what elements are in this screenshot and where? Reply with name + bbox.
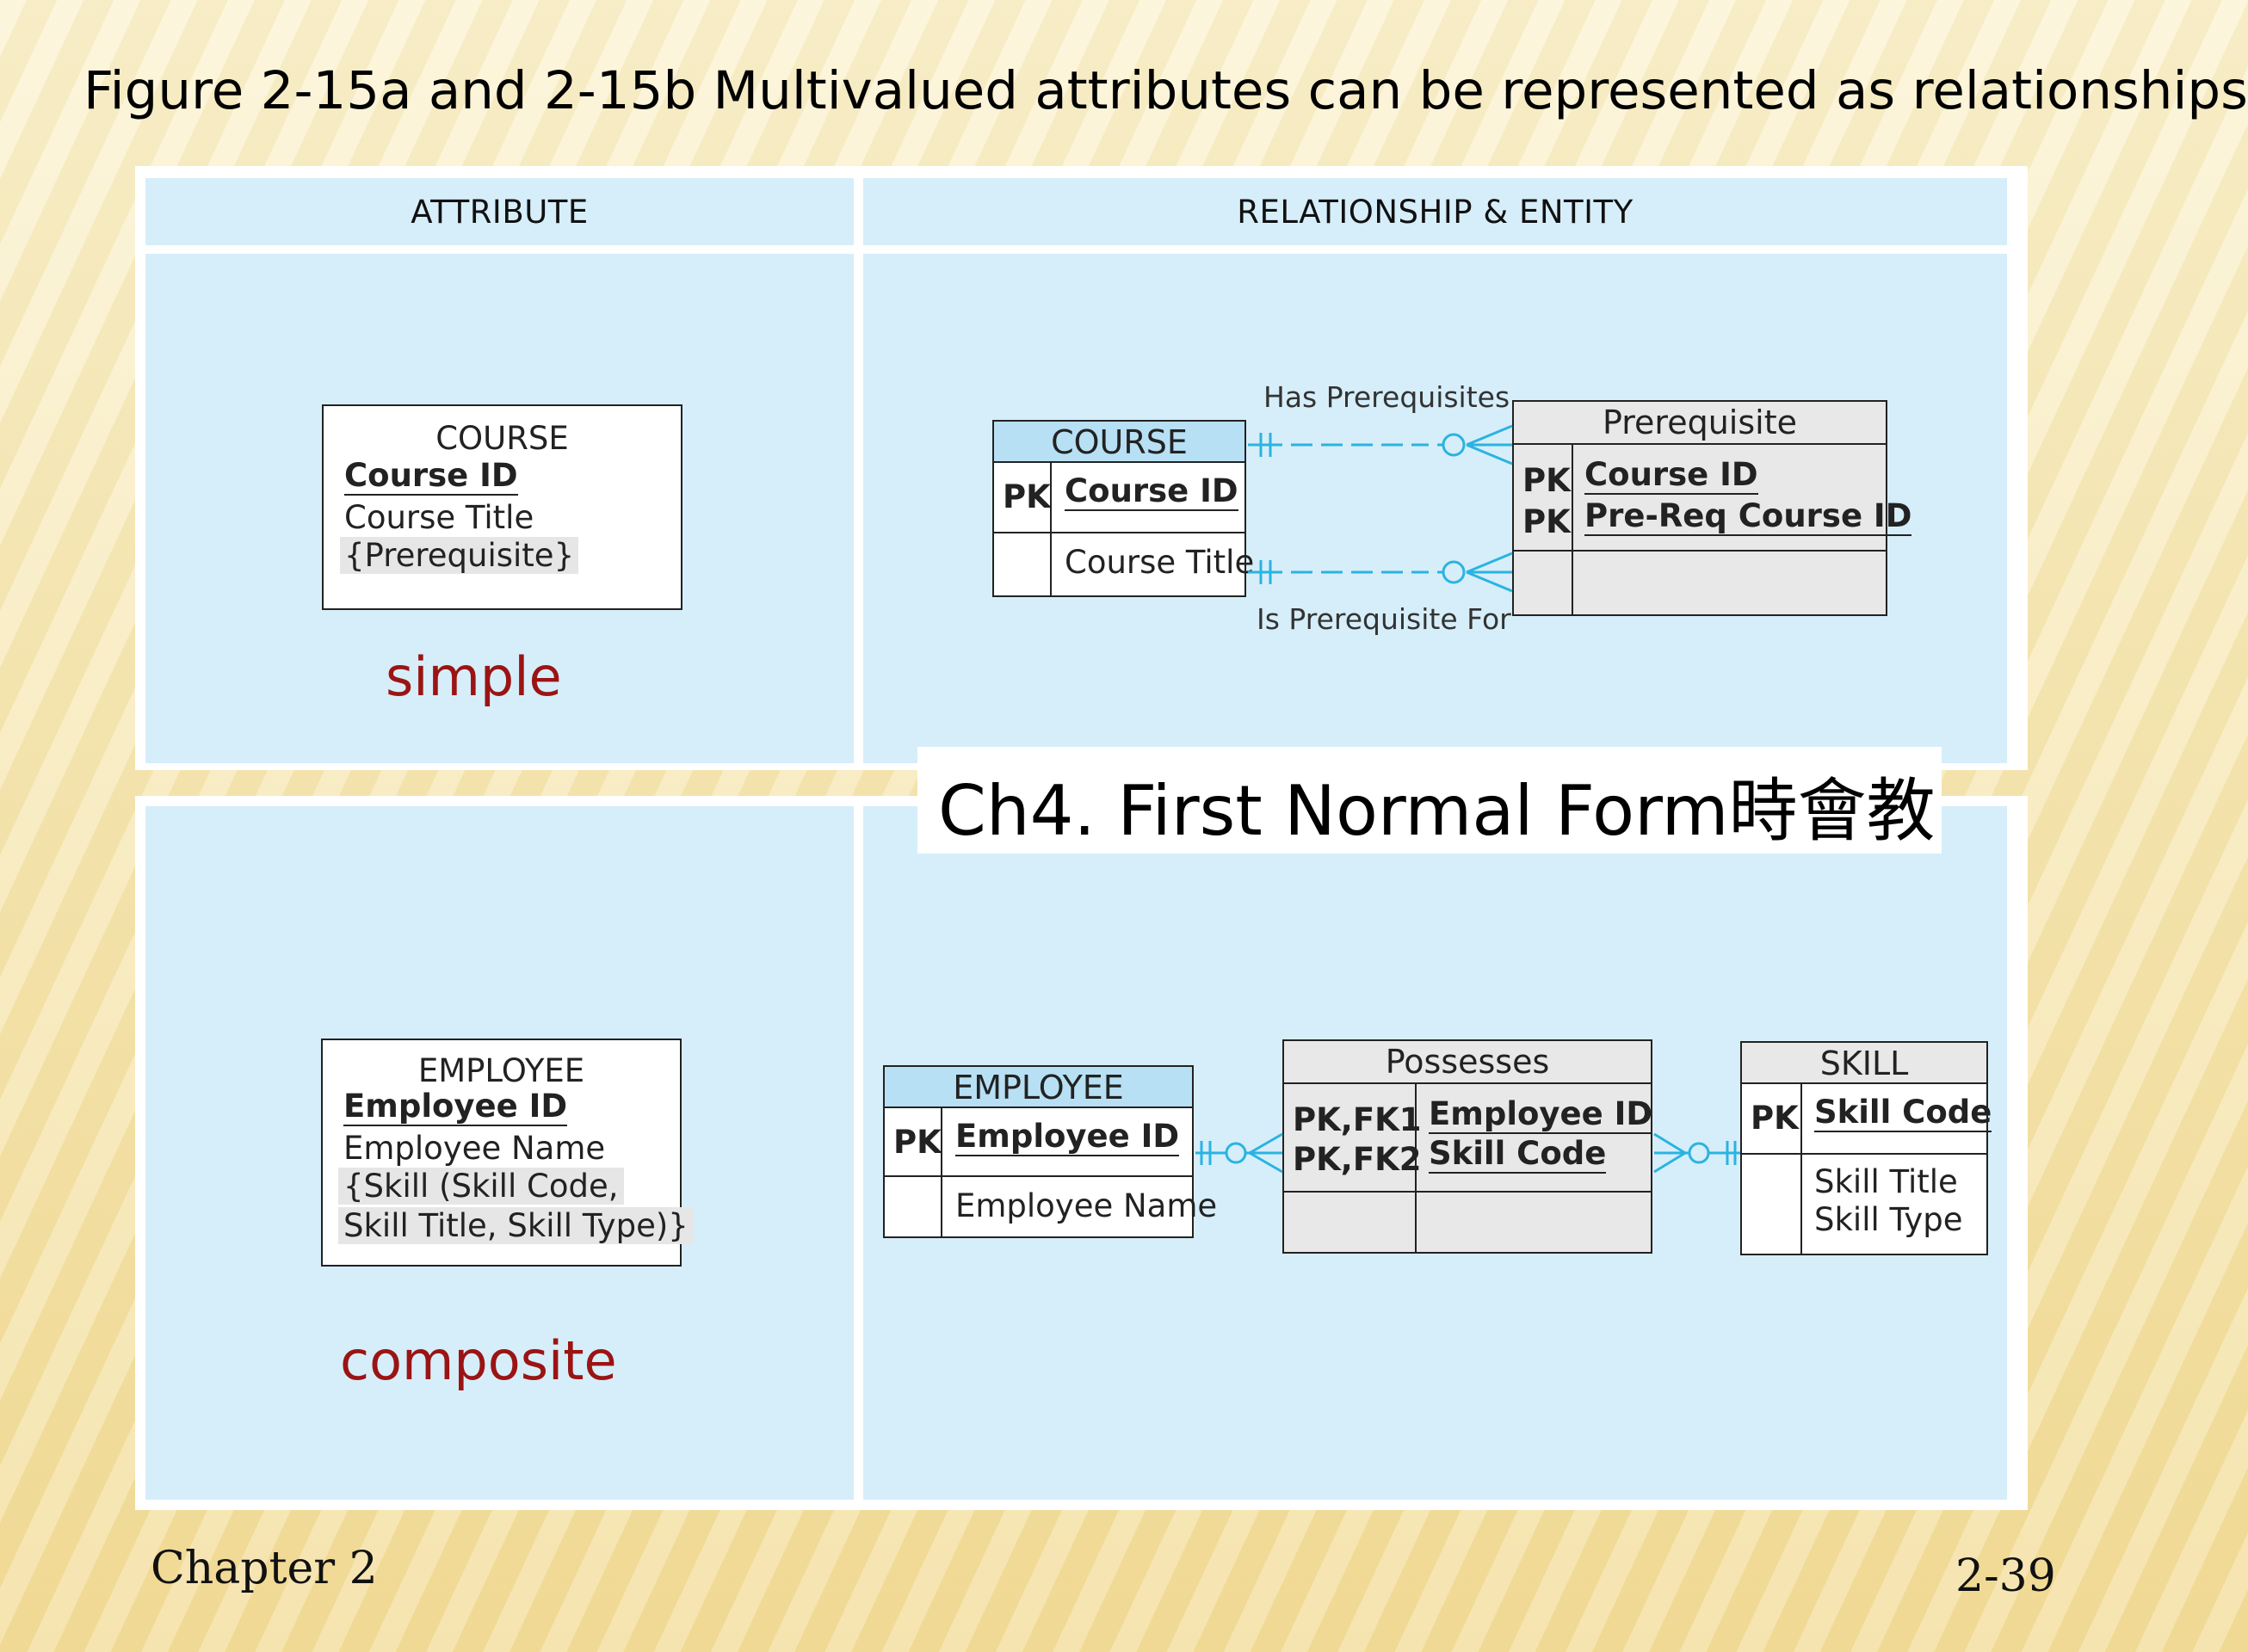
employee-table-attr: Employee Name [955,1187,1218,1224]
footer-chapter: Chapter 2 [151,1543,378,1594]
prerequisite-table-pk2: PK [1522,503,1571,540]
skill-table-header [1742,1043,1986,1084]
employee-table: EMPLOYEE PK Employee ID Employee Name [883,1065,1217,1238]
course-table: COURSE PK Course ID Course Title [992,420,1254,597]
header-cell-relationship [863,178,2007,245]
employee-entity-multivalued-attr-1: {Skill (Skill Code, [338,1168,624,1205]
rel-is-prerequisite-for: Is Prerequisite For [1257,602,1511,636]
employee-entity-attr: Employee Name [343,1130,606,1167]
course-entity-id: Course ID [344,457,518,496]
simple-label: simple [386,645,562,708]
header-relationship: RELATIONSHIP & ENTITY [1237,194,1634,231]
course-table-attr: Course Title [1065,544,1255,581]
possesses-table-pk2-attr: Skill Code [1429,1135,1607,1174]
annotation-stamp [917,747,1942,854]
possesses-table-title: Possesses [1385,1043,1550,1081]
employee-table-title: EMPLOYEE [953,1069,1124,1106]
connector-employee-possesses-zero [1225,1142,1247,1164]
skill-table: SKILL PK Skill Code Skill Title Skill Ty… [1740,1041,1992,1255]
connector-is-prerequisite-for-zero [1442,560,1466,584]
possesses-table-header [1284,1041,1651,1084]
employee-table-pk-attr: Employee ID [955,1118,1180,1156]
skill-table-pk-attr: Skill Code [1814,1094,1992,1132]
annotation-stamp-text: Ch4. First Normal Form時會教 [938,771,1936,851]
employee-table-header [885,1067,1192,1108]
possesses-table: Possesses PK,FK1 Employee ID PK,FK2 Skil… [1282,1039,1653,1254]
employee-table-pk: PK [893,1124,942,1161]
course-table-header [994,422,1244,463]
prerequisite-table-header [1514,402,1886,445]
course-entity-box: COURSE Course ID Course Title {Prerequis… [322,404,682,610]
footer-page-number: 2-39 [1955,1550,2056,1602]
skill-table-title: SKILL [1819,1045,1909,1082]
skill-table-attr2: Skill Type [1814,1201,1963,1238]
skill-table-attr1: Skill Title [1814,1163,1958,1200]
employee-entity-box: EMPLOYEE Employee ID Employee Name {Skil… [321,1039,694,1267]
employee-entity-id: Employee ID [343,1088,568,1126]
possesses-table-pk2: PK,FK2 [1293,1141,1422,1178]
skill-table-pk: PK [1751,1100,1799,1137]
prerequisite-table-pk1-attr: Course ID [1584,456,1758,495]
prerequisite-table-pk2-attr: Pre-Req Course ID [1584,497,1912,536]
course-entity-attr: Course Title [344,499,534,536]
course-entity-title: COURSE [435,420,569,457]
course-table-pk-attr: Course ID [1065,472,1238,511]
employee-entity-multivalued-attr-2: Skill Title, Skill Type)} [338,1207,694,1244]
header-attribute: ATTRIBUTE [411,194,589,231]
connector-has-prerequisites-zero [1442,433,1466,457]
relationship-connectors [1195,424,1740,1174]
possesses-table-pk1-attr: Employee ID [1429,1095,1653,1134]
course-entity-multivalued-attr: {Prerequisite} [340,537,579,574]
prerequisite-table: Prerequisite PK Course ID PK Pre-Req Cou… [1512,400,1912,616]
possesses-table-pk1: PK,FK1 [1293,1101,1422,1138]
course-table-title: COURSE [1051,423,1188,461]
prerequisite-table-title: Prerequisite [1603,404,1797,441]
slide-title: Figure 2-15a and 2-15b Multivalued attri… [83,60,2248,121]
prerequisite-table-pk1: PK [1522,462,1571,499]
composite-label: composite [340,1329,617,1392]
rel-has-prerequisites: Has Prerequisites [1263,380,1510,414]
employee-entity-title: EMPLOYEE [417,1052,585,1089]
header-cell-attribute [145,178,854,245]
course-table-pk: PK [1003,478,1051,515]
connector-possesses-skill-zero [1688,1142,1710,1164]
